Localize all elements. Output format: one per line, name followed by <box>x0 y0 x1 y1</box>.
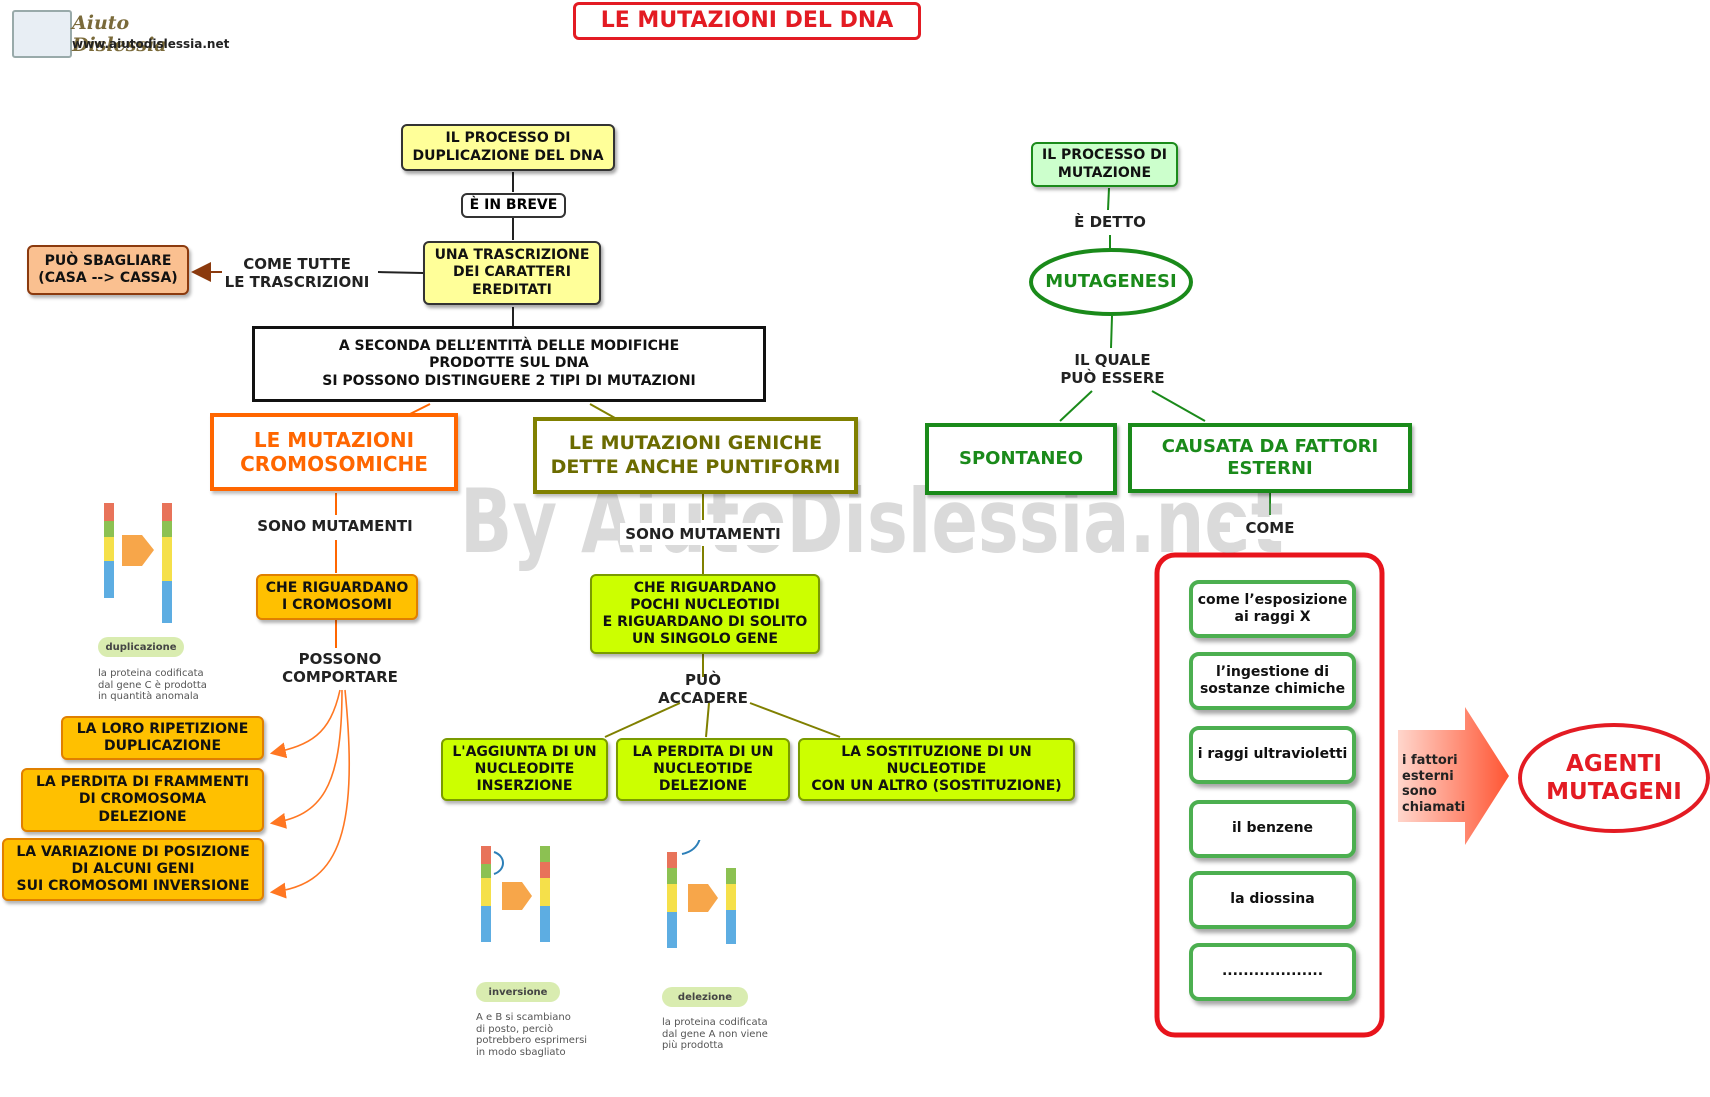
delezione-tag: delezione <box>662 987 748 1007</box>
agent-item: come l’esposizione ai raggi X <box>1189 580 1356 638</box>
delezione-illustration: delezione la proteina codificata dal gen… <box>662 837 792 1060</box>
puo-accadere: PUÒ ACCADERE <box>638 671 768 707</box>
possono-comportare: POSSONO COMPORTARE <box>275 649 405 687</box>
agent-item: l’ingestione di sostanze chimiche <box>1189 652 1356 710</box>
fattori-label: i fattori esterni sono chiamati <box>1402 753 1466 815</box>
to-agents-arrow <box>1398 707 1509 845</box>
perdita-nucleotide-box: LA PERDITA DI UN NUCLEOTIDE DELEZIONE <box>616 738 790 801</box>
ripetizione-box: LA LORO RIPETIZIONE DUPLICAZIONE <box>61 716 264 760</box>
agent-item: ................... <box>1189 943 1356 1001</box>
riguardano-nucleotidi: CHE RIGUARDANO POCHI NUCLEOTIDI E RIGUAR… <box>590 574 820 654</box>
perdita-frammenti-box: LA PERDITA DI FRAMMENTI DI CROMOSOMA DEL… <box>21 768 264 832</box>
agent-item: il benzene <box>1189 800 1356 858</box>
duplicazione-chromosomes <box>104 503 172 623</box>
inversione-tag: inversione <box>476 982 560 1002</box>
agent-item: la diossina <box>1189 871 1356 929</box>
come-label: COME <box>1230 517 1310 539</box>
processo-duplicazione: IL PROCESSO DI DUPLICAZIONE DEL DNA <box>401 124 615 171</box>
spontaneo-box: SPONTANEO <box>925 423 1117 495</box>
page-title: LE MUTAZIONI DEL DNA <box>573 2 921 40</box>
agenti-mutageni: AGENTI MUTAGENI <box>1546 750 1682 805</box>
duplicazione-illustration: duplicazione la proteina codificata dal … <box>98 500 218 702</box>
riguardano-cromosomi: CHE RIGUARDANO I CROMOSOMI <box>256 574 418 620</box>
causata-box: CAUSATA DA FATTORI ESTERNI <box>1128 423 1412 493</box>
mutazioni-cromosomiche: LE MUTAZIONI CROMOSOMICHE <box>210 413 458 491</box>
delezione-caption: la proteina codificata dal gene A non vi… <box>662 1017 768 1051</box>
duplicazione-caption: la proteina codificata dal gene C è prod… <box>98 668 207 702</box>
inversione-caption: A e B si scambiano di posto, perciò potr… <box>476 1012 588 1058</box>
sostituzione-box: LA SOSTITUZIONE DI UN NUCLEOTIDE CON UN … <box>798 738 1075 801</box>
seconda-box: A SECONDA DELL’ENTITÀ DELLE MODIFICHE PR… <box>252 326 766 402</box>
aggiunta-box: L'AGGIUNTA DI UN NUCLEODITE INSERZIONE <box>441 738 608 801</box>
agent-item: i raggi ultravioletti <box>1189 726 1356 784</box>
delezione-chromosomes <box>667 837 736 948</box>
mutagenesi-label: MUTAGENESI <box>1045 271 1177 293</box>
logo-url: www.aiutodislessia.net <box>72 37 230 51</box>
variazione-box: LA VARIAZIONE DI POSIZIONE DI ALCUNI GEN… <box>2 838 264 901</box>
mutazioni-geniche: LE MUTAZIONI GENICHE DETTE ANCHE PUNTIFO… <box>533 417 858 494</box>
inversione-illustration: inversione A e B si scambiano di posto, … <box>476 840 606 1060</box>
in-breve-label: È IN BREVE <box>461 193 566 218</box>
logo: Aiuto Dislessia www.aiutodislessia.net <box>12 10 229 58</box>
e-detto-label: È DETTO <box>1060 211 1160 233</box>
book-icon <box>12 10 72 58</box>
mutagenesi-ellipse <box>1029 248 1193 316</box>
puo-sbagliare-box: PUÒ SBAGLIARE (CASA --> CASSA) <box>27 245 189 295</box>
come-tutte-label: COME TUTTE LE TRASCRIZIONI <box>222 255 372 291</box>
processo-mutazione: IL PROCESSO DI MUTAZIONE <box>1031 142 1178 187</box>
duplicazione-tag: duplicazione <box>98 637 184 657</box>
agents-frame <box>1154 552 1385 1038</box>
inversione-chromosomes <box>481 846 550 942</box>
il-quale-label: IL QUALE PUÒ ESSERE <box>1045 350 1180 388</box>
agents-ellipse <box>1518 723 1710 833</box>
logo-name: Aiuto Dislessia <box>72 12 167 56</box>
sono-mutamenti-gen: SONO MUTAMENTI <box>620 523 786 545</box>
trascrizione-box: UNA TRASCRIZIONE DEI CARATTERI EREDITATI <box>423 241 601 305</box>
sono-mutamenti-crom: SONO MUTAMENTI <box>250 515 420 537</box>
